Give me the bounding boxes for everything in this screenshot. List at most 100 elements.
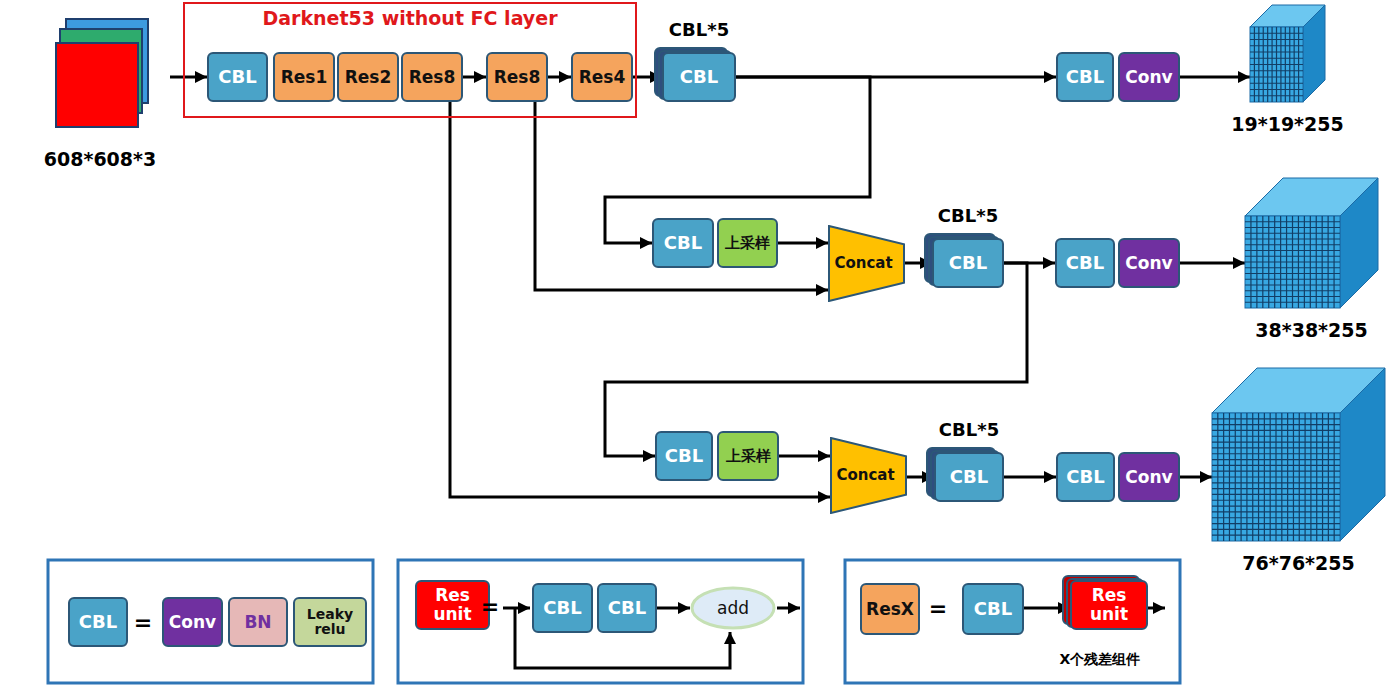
box-label: CBL xyxy=(218,67,256,87)
box-label: CBL xyxy=(608,598,646,618)
box-label: add xyxy=(717,599,749,618)
dimension-label: 38*38*255 xyxy=(1205,320,1400,341)
box-label: CBL xyxy=(543,598,581,618)
up-node: 上采样 xyxy=(717,431,779,481)
res-node: Res8 xyxy=(486,52,548,102)
leaky-node: Leaky relu xyxy=(293,597,367,647)
box-label: CBL xyxy=(1066,467,1104,487)
cbl-node: CBL xyxy=(597,583,657,633)
connector-arrow xyxy=(778,242,828,245)
conv-node: Conv xyxy=(1118,52,1180,102)
connector-arrow xyxy=(1180,76,1250,79)
box-label: 上采样 xyxy=(725,235,770,252)
box-label: Conv xyxy=(1125,254,1172,273)
box-label: CBL xyxy=(1066,67,1104,87)
dimension-label: 76*76*255 xyxy=(1172,553,1400,574)
box-label: CBL xyxy=(79,612,117,632)
cube-node: 76*76*255 xyxy=(1212,368,1385,541)
image-layer xyxy=(55,42,139,128)
box-label: ResX xyxy=(866,600,914,619)
cbl-node: CBL xyxy=(962,583,1024,635)
box-label: CBL xyxy=(949,253,987,273)
cbl-node: CBL xyxy=(652,218,714,268)
box-label: Res unit xyxy=(1070,586,1148,623)
box-label: CBL xyxy=(974,599,1012,619)
connector-arrow xyxy=(463,76,486,79)
input-node: 608*608*3 xyxy=(30,14,170,170)
box-label: CBL xyxy=(1066,253,1104,273)
box-label: Conv xyxy=(169,613,216,632)
add-node: add xyxy=(690,586,776,630)
note-label: = xyxy=(929,596,947,621)
dimension-label: 19*19*255 xyxy=(1210,114,1365,135)
res-node: ResX xyxy=(860,583,920,635)
repeat-label: CBL*5 xyxy=(902,206,1034,226)
stack-node: CBL*5CBL xyxy=(934,452,1004,502)
output-cube xyxy=(1212,368,1385,541)
connector-arrow xyxy=(1180,476,1212,479)
stack-node: CBL*5CBL xyxy=(932,238,1004,288)
legend-panel xyxy=(845,560,1180,683)
box-label: CBL xyxy=(665,446,703,466)
legend-panel xyxy=(48,560,373,683)
connector-arrow xyxy=(170,76,207,79)
connector-arrow xyxy=(548,76,571,79)
connector-arrow xyxy=(657,607,690,610)
cbl-node: CBL xyxy=(68,597,128,647)
cbl-node: CBL xyxy=(1056,52,1114,102)
connector-arrow xyxy=(535,102,828,290)
bn-node: BN xyxy=(228,597,288,647)
repeat-label: CBL*5 xyxy=(904,420,1034,440)
cube-node: 19*19*255 xyxy=(1250,5,1325,102)
connector-arrow xyxy=(450,102,830,497)
box-label: Conv xyxy=(1125,68,1172,87)
note-label: = xyxy=(481,594,499,619)
box-label: Concat xyxy=(836,467,894,484)
box-label: Res1 xyxy=(281,68,328,87)
output-arrow xyxy=(777,607,800,610)
conv-node: Conv xyxy=(1118,238,1180,288)
output-cube xyxy=(1250,5,1325,102)
stack-node: CBL*5CBL xyxy=(662,52,736,102)
cube-node: 38*38*255 xyxy=(1245,178,1378,308)
concat-node: Concat xyxy=(828,225,905,302)
cbl-node: CBL xyxy=(1056,452,1115,502)
box-label: Res8 xyxy=(409,68,456,87)
concat-node: Concat xyxy=(830,437,907,514)
cbl-node: CBL xyxy=(655,431,713,481)
dark-node: CBLRes1Res2Res8Res8Res4Darknet53 without… xyxy=(183,2,637,118)
box-label: CBL xyxy=(680,67,718,87)
res-node: Res2 xyxy=(337,52,399,102)
cbl-node: CBL xyxy=(532,583,593,633)
box-label: Res8 xyxy=(494,68,541,87)
box-label: Leaky relu xyxy=(293,607,367,638)
box-label: Res4 xyxy=(579,68,626,87)
connector-arrow xyxy=(1180,262,1245,265)
connector-arrow xyxy=(1004,476,1056,479)
note-label: X个残差组件 xyxy=(1060,651,1141,669)
legend-panel xyxy=(398,560,803,683)
box-label: 上采样 xyxy=(726,448,771,465)
box-label: Res2 xyxy=(345,68,392,87)
repeat-label: CBL*5 xyxy=(632,20,766,40)
resunit-node: Res unit xyxy=(415,580,490,630)
output-cube xyxy=(1245,178,1378,308)
box-label: BN xyxy=(244,613,271,632)
cbl-node: CBL xyxy=(207,52,268,102)
rstack-node: Res unit xyxy=(1070,580,1148,630)
up-node: 上采样 xyxy=(717,218,778,268)
box-label: Res unit xyxy=(415,586,490,623)
box-label: CBL xyxy=(950,467,988,487)
note-label: = xyxy=(134,610,152,635)
box-label: CBL xyxy=(664,233,702,253)
res-node: Res1 xyxy=(273,52,335,102)
conv-node: Conv xyxy=(162,597,223,647)
dimension-label: 608*608*3 xyxy=(20,149,180,170)
cbl-node: CBL xyxy=(1055,238,1115,288)
box-label: Conv xyxy=(1125,468,1172,487)
res-node: Res4 xyxy=(571,52,633,102)
box-label: Concat xyxy=(834,255,892,272)
